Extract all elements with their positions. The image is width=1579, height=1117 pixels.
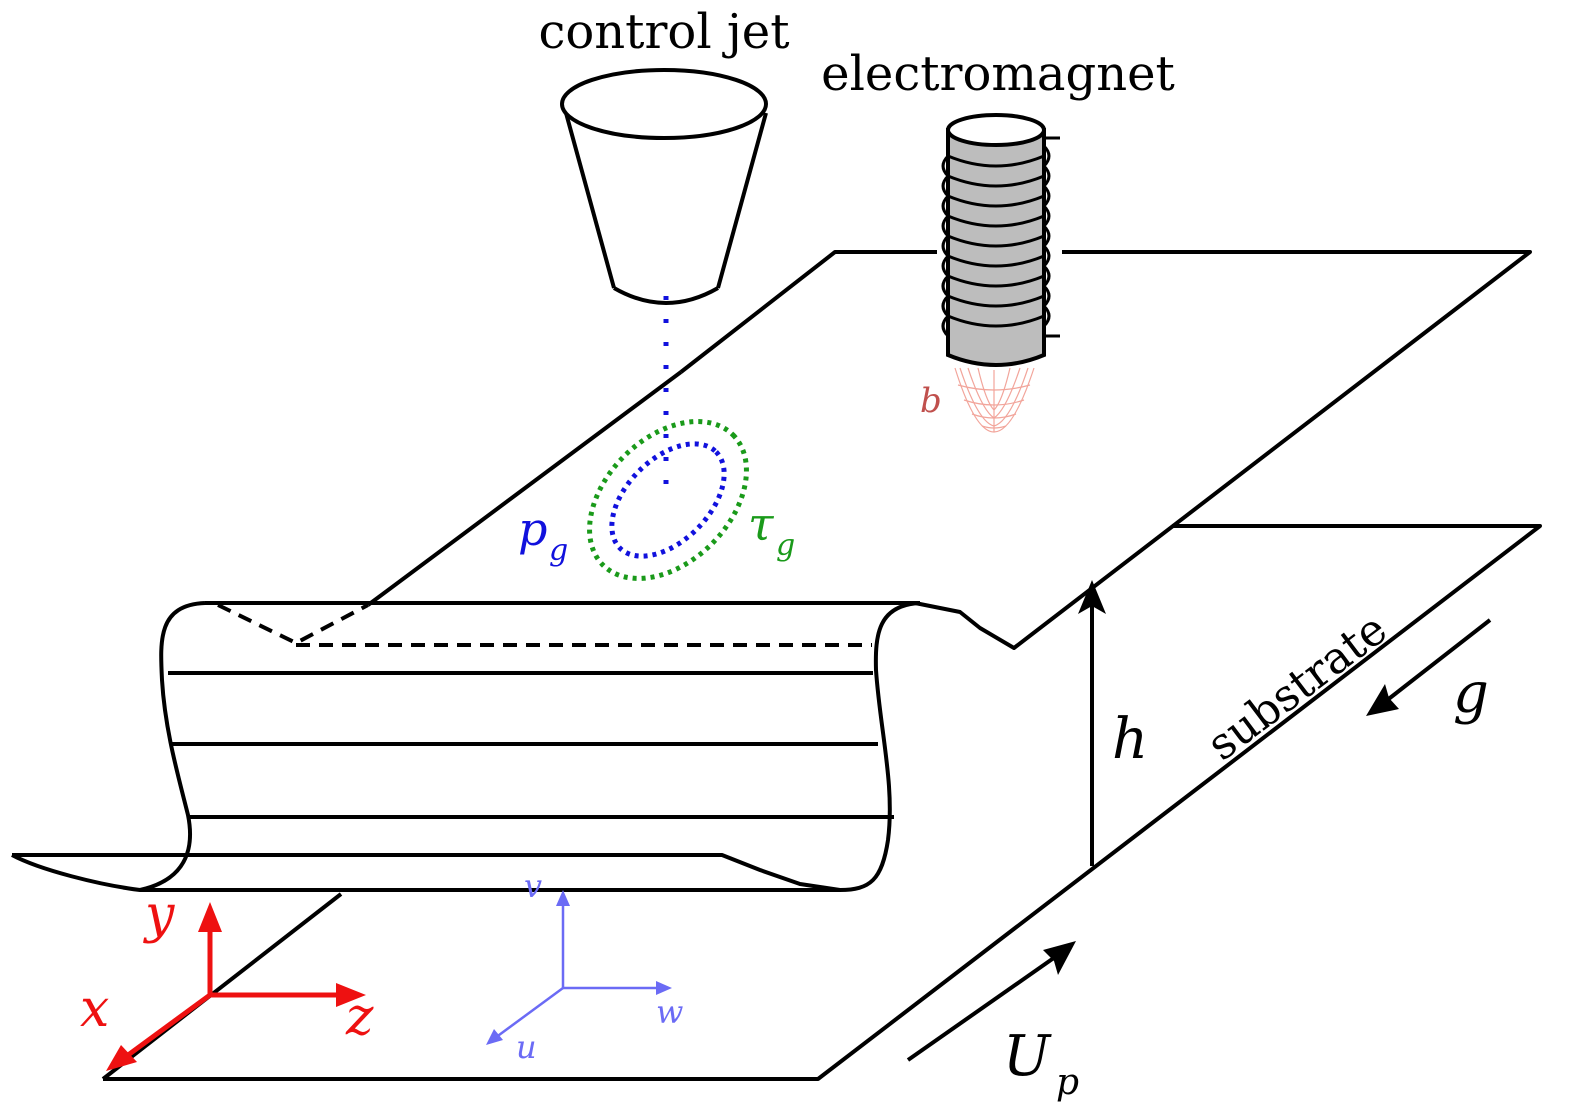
- pressure-contour: [609, 441, 727, 559]
- control-jet-label: control jet: [538, 4, 789, 60]
- axis-v-label: v: [524, 867, 542, 905]
- magnetic-field-label: b: [920, 381, 942, 421]
- axis-u-label: u: [516, 1028, 537, 1066]
- global-axes: [106, 902, 366, 1071]
- height-arrowhead: [1078, 580, 1106, 614]
- ridge-hidden-edge: [217, 603, 369, 646]
- gravity-arrow: [1384, 618, 1492, 703]
- pressure-subscript: g: [549, 533, 568, 568]
- local-axes: [486, 890, 672, 1045]
- substrate-velocity-subscript: p: [1056, 1062, 1079, 1103]
- electromagnet-label: electromagnet: [821, 46, 1175, 102]
- axis-w-label: w: [656, 993, 683, 1031]
- pressure-label: p: [518, 502, 547, 556]
- magnetic-field-mesh: [954, 367, 1035, 433]
- film-top-surface: [366, 250, 1532, 650]
- substrate-velocity-arrowhead: [1043, 941, 1076, 975]
- substrate-label: substrate: [1198, 603, 1397, 770]
- ridge-left-profile: [11, 601, 206, 893]
- axis-z-label: z: [345, 987, 374, 1047]
- shear-contour: [587, 419, 749, 581]
- film-top-left-edge-lower: [366, 370, 683, 607]
- substrate-plane: [12, 524, 1542, 1081]
- axis-y-label: y: [143, 885, 175, 945]
- gravity-label: g: [1453, 661, 1489, 726]
- electromagnet-coil: [941, 113, 1060, 367]
- ridge-right-profile: [140, 601, 921, 892]
- substrate-velocity-label: U: [1003, 1024, 1052, 1089]
- film-top-left-edge-upper: [679, 250, 937, 374]
- gravity-arrowhead: [1366, 684, 1399, 716]
- film-ridge: [11, 601, 921, 893]
- axis-x-label: x: [80, 979, 109, 1039]
- shear-label: τ: [748, 497, 775, 551]
- shear-subscript: g: [776, 528, 795, 563]
- control-jet-nozzle: [560, 68, 768, 305]
- substrate-velocity-arrow: [906, 953, 1060, 1062]
- height-label: h: [1112, 707, 1148, 772]
- film-top-back-and-right-edge: [914, 250, 1532, 650]
